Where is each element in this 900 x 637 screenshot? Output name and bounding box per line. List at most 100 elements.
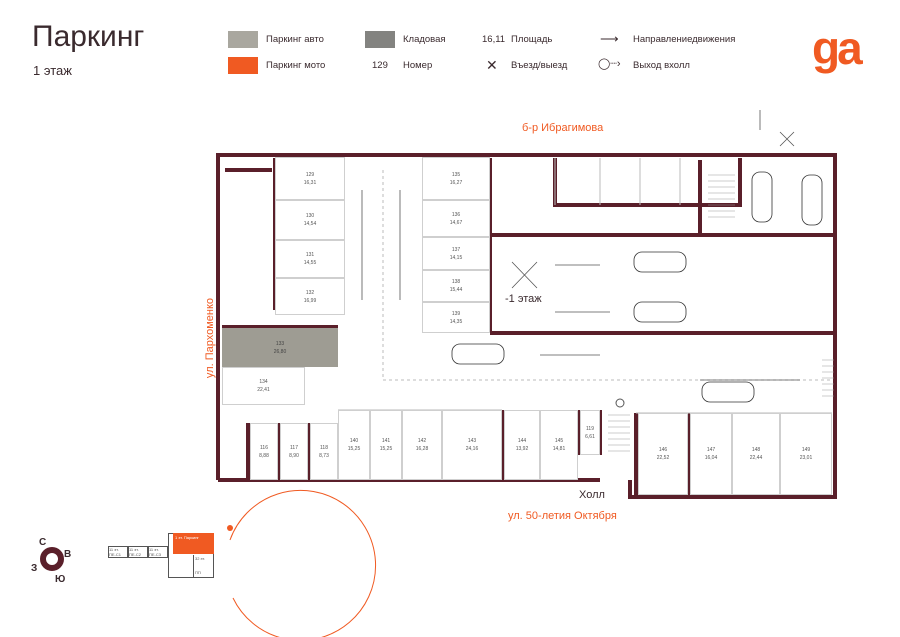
slot-area: 14,35 bbox=[449, 318, 463, 325]
slot-number: 146 bbox=[658, 447, 668, 453]
parking-slot-145[interactable]: 145 14,81 bbox=[540, 410, 578, 480]
slot-area: 23,01 bbox=[799, 455, 813, 461]
hall-label: Холл bbox=[579, 489, 605, 501]
slot-area: 6,61 bbox=[585, 433, 595, 440]
slot-area: 16,31 bbox=[303, 179, 317, 186]
parking-slot-148[interactable]: 148 22,44 bbox=[732, 413, 780, 495]
parking-slot-149[interactable]: 149 23,01 bbox=[780, 413, 832, 495]
slot-number: 148 bbox=[751, 447, 761, 453]
slot-area: 15,25 bbox=[379, 446, 393, 452]
slot-number: 129 bbox=[305, 171, 315, 178]
cross-icon: ✕ bbox=[486, 57, 498, 73]
slot-number: 117 bbox=[290, 444, 298, 451]
level-label: -1 этаж bbox=[505, 293, 542, 305]
compass-south: Ю bbox=[55, 574, 66, 585]
parking-moto-swatch bbox=[228, 57, 258, 74]
slot-number: 118 bbox=[320, 444, 328, 451]
slot-number: 139 bbox=[451, 310, 461, 317]
minimap-b3: 11 эт. bbox=[149, 547, 159, 552]
slot-area: 13,92 bbox=[515, 446, 529, 452]
slot-area: 22,41 bbox=[257, 387, 270, 393]
minimap-parking: 1 эт. Паркинг bbox=[173, 533, 214, 554]
street-top-label: б-р Ибрагимова bbox=[522, 122, 604, 134]
slot-area: 16,28 bbox=[415, 446, 429, 452]
parking-slot-147[interactable]: 147 16,04 bbox=[690, 413, 732, 495]
parking-slot-130[interactable]: 130 14,54 bbox=[275, 200, 345, 240]
compass-west: З bbox=[31, 563, 38, 574]
slot-area: 8,88 bbox=[259, 452, 269, 459]
slot-area: 14,67 bbox=[449, 219, 463, 226]
exit-circle-icon: ◯┈› bbox=[598, 58, 621, 70]
legend-parking-auto: Паркинг авто bbox=[266, 34, 324, 45]
arrow-right-icon: ⟶ bbox=[600, 31, 619, 46]
logo: ga bbox=[812, 22, 863, 74]
street-bottom-label: ул. 50-летия Октября bbox=[508, 510, 617, 522]
slot-area: 22,44 bbox=[749, 455, 763, 461]
page-title: Паркинг bbox=[32, 20, 145, 53]
parking-slot-131[interactable]: 131 14,55 bbox=[275, 240, 345, 278]
parking-slot-143[interactable]: 143 24,16 bbox=[442, 410, 502, 480]
minimap-b1c: ПЕ-С1 bbox=[109, 552, 121, 557]
slot-number: 131 bbox=[305, 252, 315, 258]
slot-number: 141 bbox=[381, 438, 391, 444]
slot-area: 16,04 bbox=[704, 455, 718, 461]
minimap-b2c: ПЕ-С2 bbox=[129, 552, 141, 557]
parking-slot-144[interactable]: 144 13,92 bbox=[504, 410, 540, 480]
minimap-b2: 11 эт. bbox=[129, 547, 139, 552]
slot-number: 145 bbox=[554, 438, 564, 444]
slot-area: 14,81 bbox=[552, 446, 566, 452]
minimap-b3c: ПЕ-С3 bbox=[149, 552, 161, 557]
slot-area: 14,55 bbox=[303, 260, 317, 266]
legend-number-example: 129 bbox=[372, 60, 388, 71]
slot-area: 14,54 bbox=[303, 221, 317, 227]
compass-east: В bbox=[64, 549, 72, 560]
slot-number: 138 bbox=[451, 279, 461, 285]
legend-area: Площадь bbox=[511, 34, 553, 45]
slot-area: 16,27 bbox=[449, 179, 463, 186]
slot-number: 119 bbox=[586, 425, 594, 432]
parking-slot-146[interactable]: 146 22,52 bbox=[638, 413, 688, 495]
legend-area-example: 16,11 bbox=[482, 34, 506, 45]
slot-number: 130 bbox=[305, 213, 315, 219]
legend-parking-moto: Паркинг мото bbox=[266, 60, 326, 71]
slot-number: 133 bbox=[275, 340, 285, 347]
storage-swatch bbox=[365, 31, 395, 48]
slot-area: 24,16 bbox=[465, 446, 479, 452]
legend-number: Номер bbox=[403, 60, 433, 71]
car-icons bbox=[451, 171, 823, 403]
legend-exit: Выход вхолл bbox=[633, 60, 690, 71]
slot-number: 143 bbox=[467, 438, 477, 444]
compass-north: С bbox=[39, 537, 47, 548]
minimap-side2: ПП bbox=[195, 570, 201, 575]
parking-slot-141[interactable]: 141 15,25 bbox=[370, 410, 402, 480]
slot-area: 15,25 bbox=[347, 446, 361, 452]
slot-number: 135 bbox=[451, 171, 461, 178]
parking-slot-142[interactable]: 142 16,28 bbox=[402, 410, 442, 480]
legend-entry: Въезд/выезд bbox=[511, 60, 568, 71]
slot-number: 136 bbox=[451, 211, 461, 218]
parking-slot-140[interactable]: 140 15,25 bbox=[338, 410, 370, 480]
slot-number: 116 bbox=[260, 444, 268, 451]
slot-area: 22,52 bbox=[656, 455, 670, 461]
slot-number: 144 bbox=[517, 438, 527, 444]
slot-number: 149 bbox=[801, 447, 811, 453]
slot-number: 132 bbox=[305, 289, 315, 296]
slot-number: 140 bbox=[349, 438, 359, 444]
slot-number: 142 bbox=[417, 438, 427, 444]
slot-number: 147 bbox=[706, 447, 716, 453]
slot-area: 14,15 bbox=[449, 254, 463, 261]
